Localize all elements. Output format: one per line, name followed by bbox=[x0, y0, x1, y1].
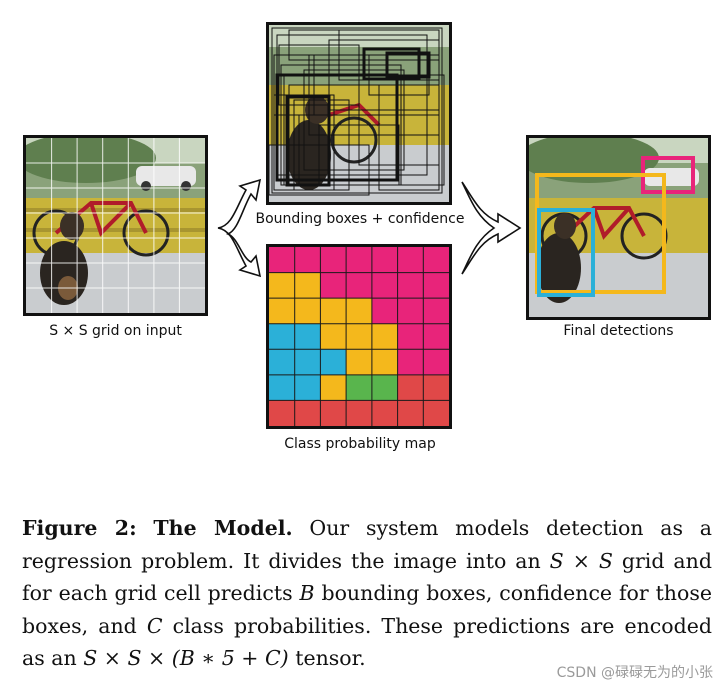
math-S: S bbox=[549, 548, 564, 573]
class-cell-bicycle bbox=[371, 323, 399, 350]
class-cell-car bbox=[371, 272, 399, 299]
class-cell-dog bbox=[294, 374, 321, 401]
math-S: S bbox=[598, 548, 613, 573]
class-cell-car bbox=[346, 272, 373, 299]
input-grid-lines bbox=[26, 138, 205, 313]
class-cell-bicycle bbox=[320, 323, 347, 350]
class-cell-background bbox=[269, 400, 296, 426]
class-cell-dog bbox=[294, 323, 321, 350]
caption-text: grid and for each grid cell predicts bbox=[22, 548, 712, 606]
class-cell-dog bbox=[269, 349, 296, 376]
class-cell-car bbox=[423, 298, 449, 325]
class-cell-bicycle bbox=[371, 349, 399, 376]
class-cell-bicycle bbox=[269, 272, 296, 299]
class-cell-car bbox=[294, 247, 321, 274]
class-probability-grid bbox=[269, 247, 449, 426]
final-detections-label: Final detections bbox=[563, 323, 674, 339]
class-cell-car bbox=[371, 298, 399, 325]
class-cell-bicycle bbox=[320, 374, 347, 401]
class-cell-dining-table bbox=[346, 374, 373, 401]
class-probability-map-label: Class probability map bbox=[284, 436, 436, 452]
class-cell-car bbox=[397, 272, 424, 299]
final-box-dog bbox=[537, 208, 595, 297]
final-detections-panel bbox=[526, 135, 711, 320]
high-confidence-boxes bbox=[275, 47, 431, 187]
caption-text: class probabilities. These predictions a… bbox=[22, 613, 713, 671]
class-cell-car bbox=[397, 349, 424, 376]
figure-label: Figure 2: bbox=[22, 516, 137, 540]
class-cell-background bbox=[423, 400, 449, 426]
class-cell-car bbox=[397, 323, 424, 350]
input-grid-label: S × S grid on input bbox=[49, 323, 182, 339]
class-cell-bicycle bbox=[320, 298, 347, 325]
bounding-boxes-panel bbox=[266, 22, 452, 205]
class-cell-car bbox=[397, 298, 424, 325]
classmap-grid-lines bbox=[269, 247, 449, 426]
class-cell-background bbox=[423, 374, 449, 401]
bounding-boxes-photo bbox=[269, 25, 449, 202]
class-cell-dog bbox=[294, 349, 321, 376]
math-C: C bbox=[146, 613, 163, 638]
class-cell-background bbox=[294, 400, 321, 426]
class-cell-car bbox=[346, 247, 373, 274]
class-cell-car bbox=[423, 272, 449, 299]
class-cell-bicycle bbox=[269, 298, 296, 325]
class-cell-background bbox=[320, 400, 347, 426]
final-detections-photo bbox=[529, 138, 708, 317]
caption-text: tensor. bbox=[288, 646, 366, 670]
class-probability-map-panel bbox=[266, 244, 452, 429]
caption-text: bounding boxes, confidence for those box… bbox=[22, 581, 712, 638]
math-tensor-expression: S × S × (B ∗ 5 + C) bbox=[83, 646, 289, 670]
class-cell-bicycle bbox=[346, 349, 373, 376]
class-cell-bicycle bbox=[346, 323, 373, 350]
split-arrow bbox=[217, 178, 262, 278]
class-cell-bicycle bbox=[294, 272, 321, 299]
class-cell-car bbox=[423, 247, 449, 274]
class-cell-car bbox=[423, 349, 449, 376]
class-cell-dog bbox=[269, 374, 296, 401]
class-cell-car bbox=[320, 272, 347, 299]
class-cell-dog bbox=[320, 349, 347, 376]
class-cell-bicycle bbox=[294, 298, 321, 325]
math-times: × bbox=[563, 548, 599, 573]
class-cell-background bbox=[397, 400, 424, 426]
class-cell-car bbox=[397, 247, 424, 274]
watermark: CSDN @碌碌无为的小张 bbox=[556, 665, 713, 681]
class-cell-background bbox=[346, 400, 373, 426]
figure-title: The Model. bbox=[153, 516, 293, 540]
caption-text: Our system models detection as a regress… bbox=[22, 516, 712, 573]
class-cell-background bbox=[397, 374, 424, 401]
merge-arrow bbox=[461, 181, 522, 275]
class-cell-dining-table bbox=[371, 374, 399, 401]
class-cell-car bbox=[269, 247, 296, 274]
class-cell-car bbox=[320, 247, 347, 274]
input-photo bbox=[26, 138, 205, 313]
bounding-boxes-label: Bounding boxes + confidence bbox=[255, 211, 465, 227]
class-cell-car bbox=[371, 247, 399, 274]
class-cell-car bbox=[423, 323, 449, 350]
class-cell-bicycle bbox=[346, 298, 373, 325]
math-B: B bbox=[299, 581, 315, 605]
class-cell-background bbox=[371, 400, 399, 426]
class-cell-dog bbox=[269, 323, 296, 350]
input-grid-panel bbox=[23, 135, 208, 316]
figure-caption: Figure 2: The Model. Our system models d… bbox=[22, 512, 712, 675]
